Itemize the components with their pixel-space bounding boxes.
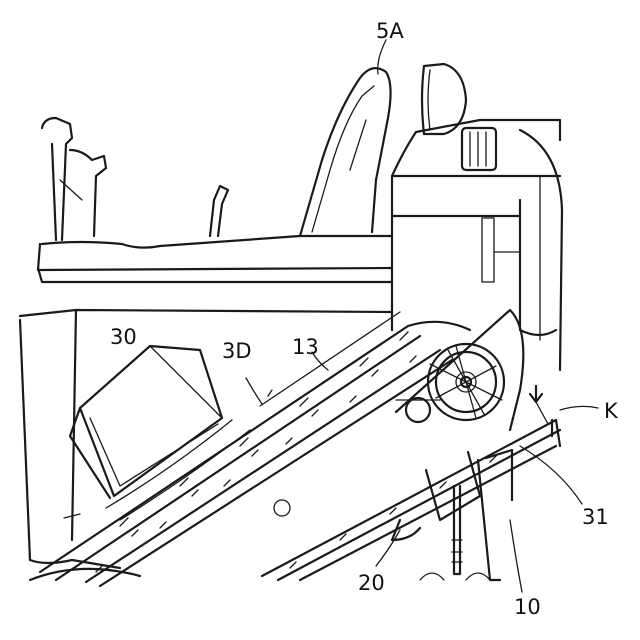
label-10: 10 bbox=[514, 595, 541, 619]
label-k: K bbox=[604, 399, 619, 423]
label-13: 13 bbox=[292, 335, 319, 359]
cab-frame bbox=[392, 120, 562, 370]
control-lever bbox=[42, 118, 228, 240]
reference-labels: 5A 30 3D 13 K 31 20 10 bbox=[110, 19, 619, 619]
conveyor-upper bbox=[40, 312, 470, 586]
deck bbox=[20, 236, 392, 560]
label-3d: 3D bbox=[222, 339, 252, 363]
label-5a: 5A bbox=[376, 19, 404, 43]
sprocket bbox=[396, 310, 523, 430]
chain-links bbox=[96, 332, 416, 572]
box-30 bbox=[70, 346, 222, 498]
label-20: 20 bbox=[358, 571, 385, 595]
seat bbox=[300, 68, 391, 236]
label-31: 31 bbox=[582, 505, 609, 529]
label-30: 30 bbox=[110, 325, 137, 349]
